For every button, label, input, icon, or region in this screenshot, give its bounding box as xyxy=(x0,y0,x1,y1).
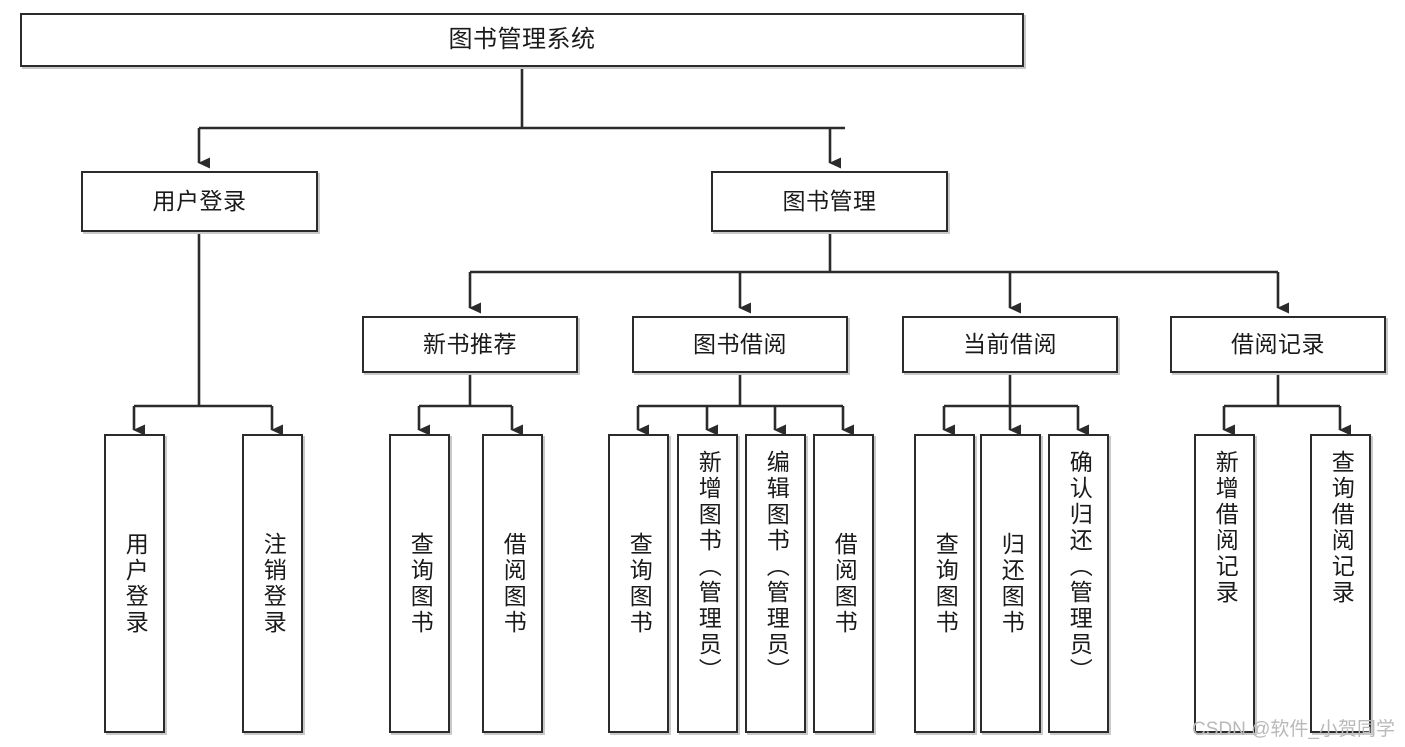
node-label: 编辑图书（管理员） xyxy=(763,450,790,684)
leaf-user-login-login[interactable]: 用户登录 xyxy=(104,434,165,733)
node-label: 查询图书 xyxy=(932,531,959,636)
leaf-book-borrow-borrow[interactable]: 借阅图书 xyxy=(813,434,874,733)
node-label: 用户登录 xyxy=(122,531,149,636)
node-label: 新增借阅记录 xyxy=(1212,450,1239,606)
node-label: 图书管理系统 xyxy=(448,26,596,54)
leaf-book-borrow-add[interactable]: 新增图书（管理员） xyxy=(677,434,738,733)
leaf-borrow-record-query[interactable]: 查询借阅记录 xyxy=(1310,434,1371,733)
leaf-current-borrow-query[interactable]: 查询图书 xyxy=(914,434,975,733)
node-label: 借阅图书 xyxy=(500,531,527,636)
node-label: 借阅记录 xyxy=(1231,331,1325,358)
node-label: 借阅图书 xyxy=(831,531,858,636)
node-label: 查询图书 xyxy=(407,531,434,636)
leaf-borrow-record-add[interactable]: 新增借阅记录 xyxy=(1194,434,1255,733)
node-label: 新增图书（管理员） xyxy=(695,450,722,684)
node-label: 图书借阅 xyxy=(693,331,787,358)
leaf-new-book-query[interactable]: 查询图书 xyxy=(389,434,450,733)
node-label: 归还图书 xyxy=(998,531,1025,636)
leaf-book-borrow-edit[interactable]: 编辑图书（管理员） xyxy=(745,434,806,733)
leaf-current-borrow-return[interactable]: 归还图书 xyxy=(980,434,1041,733)
node-label: 图书管理 xyxy=(782,188,877,215)
node-book-management[interactable]: 图书管理 xyxy=(711,171,948,232)
node-label: 注销登录 xyxy=(260,531,287,636)
csdn-watermark: CSDN @软件_小贺同学 xyxy=(1192,719,1395,740)
node-label: 新书推荐 xyxy=(423,331,517,358)
leaf-new-book-borrow[interactable]: 借阅图书 xyxy=(482,434,543,733)
leaf-book-borrow-query[interactable]: 查询图书 xyxy=(608,434,669,733)
node-root-book-management-system[interactable]: 图书管理系统 xyxy=(20,13,1024,67)
node-current-borrow[interactable]: 当前借阅 xyxy=(902,316,1118,373)
node-label: 查询图书 xyxy=(626,531,653,636)
node-label: 查询借阅记录 xyxy=(1328,450,1355,606)
leaf-user-login-logout[interactable]: 注销登录 xyxy=(242,434,303,733)
node-label: 当前借阅 xyxy=(963,331,1057,358)
node-label: 用户登录 xyxy=(152,188,247,215)
node-book-borrow[interactable]: 图书借阅 xyxy=(632,316,848,373)
node-label: 确认归还（管理员） xyxy=(1066,450,1093,684)
node-borrow-record[interactable]: 借阅记录 xyxy=(1170,316,1386,373)
node-new-book-recommend[interactable]: 新书推荐 xyxy=(362,316,578,373)
leaf-current-borrow-confirm-return[interactable]: 确认归还（管理员） xyxy=(1048,434,1109,733)
node-user-login[interactable]: 用户登录 xyxy=(81,171,318,232)
